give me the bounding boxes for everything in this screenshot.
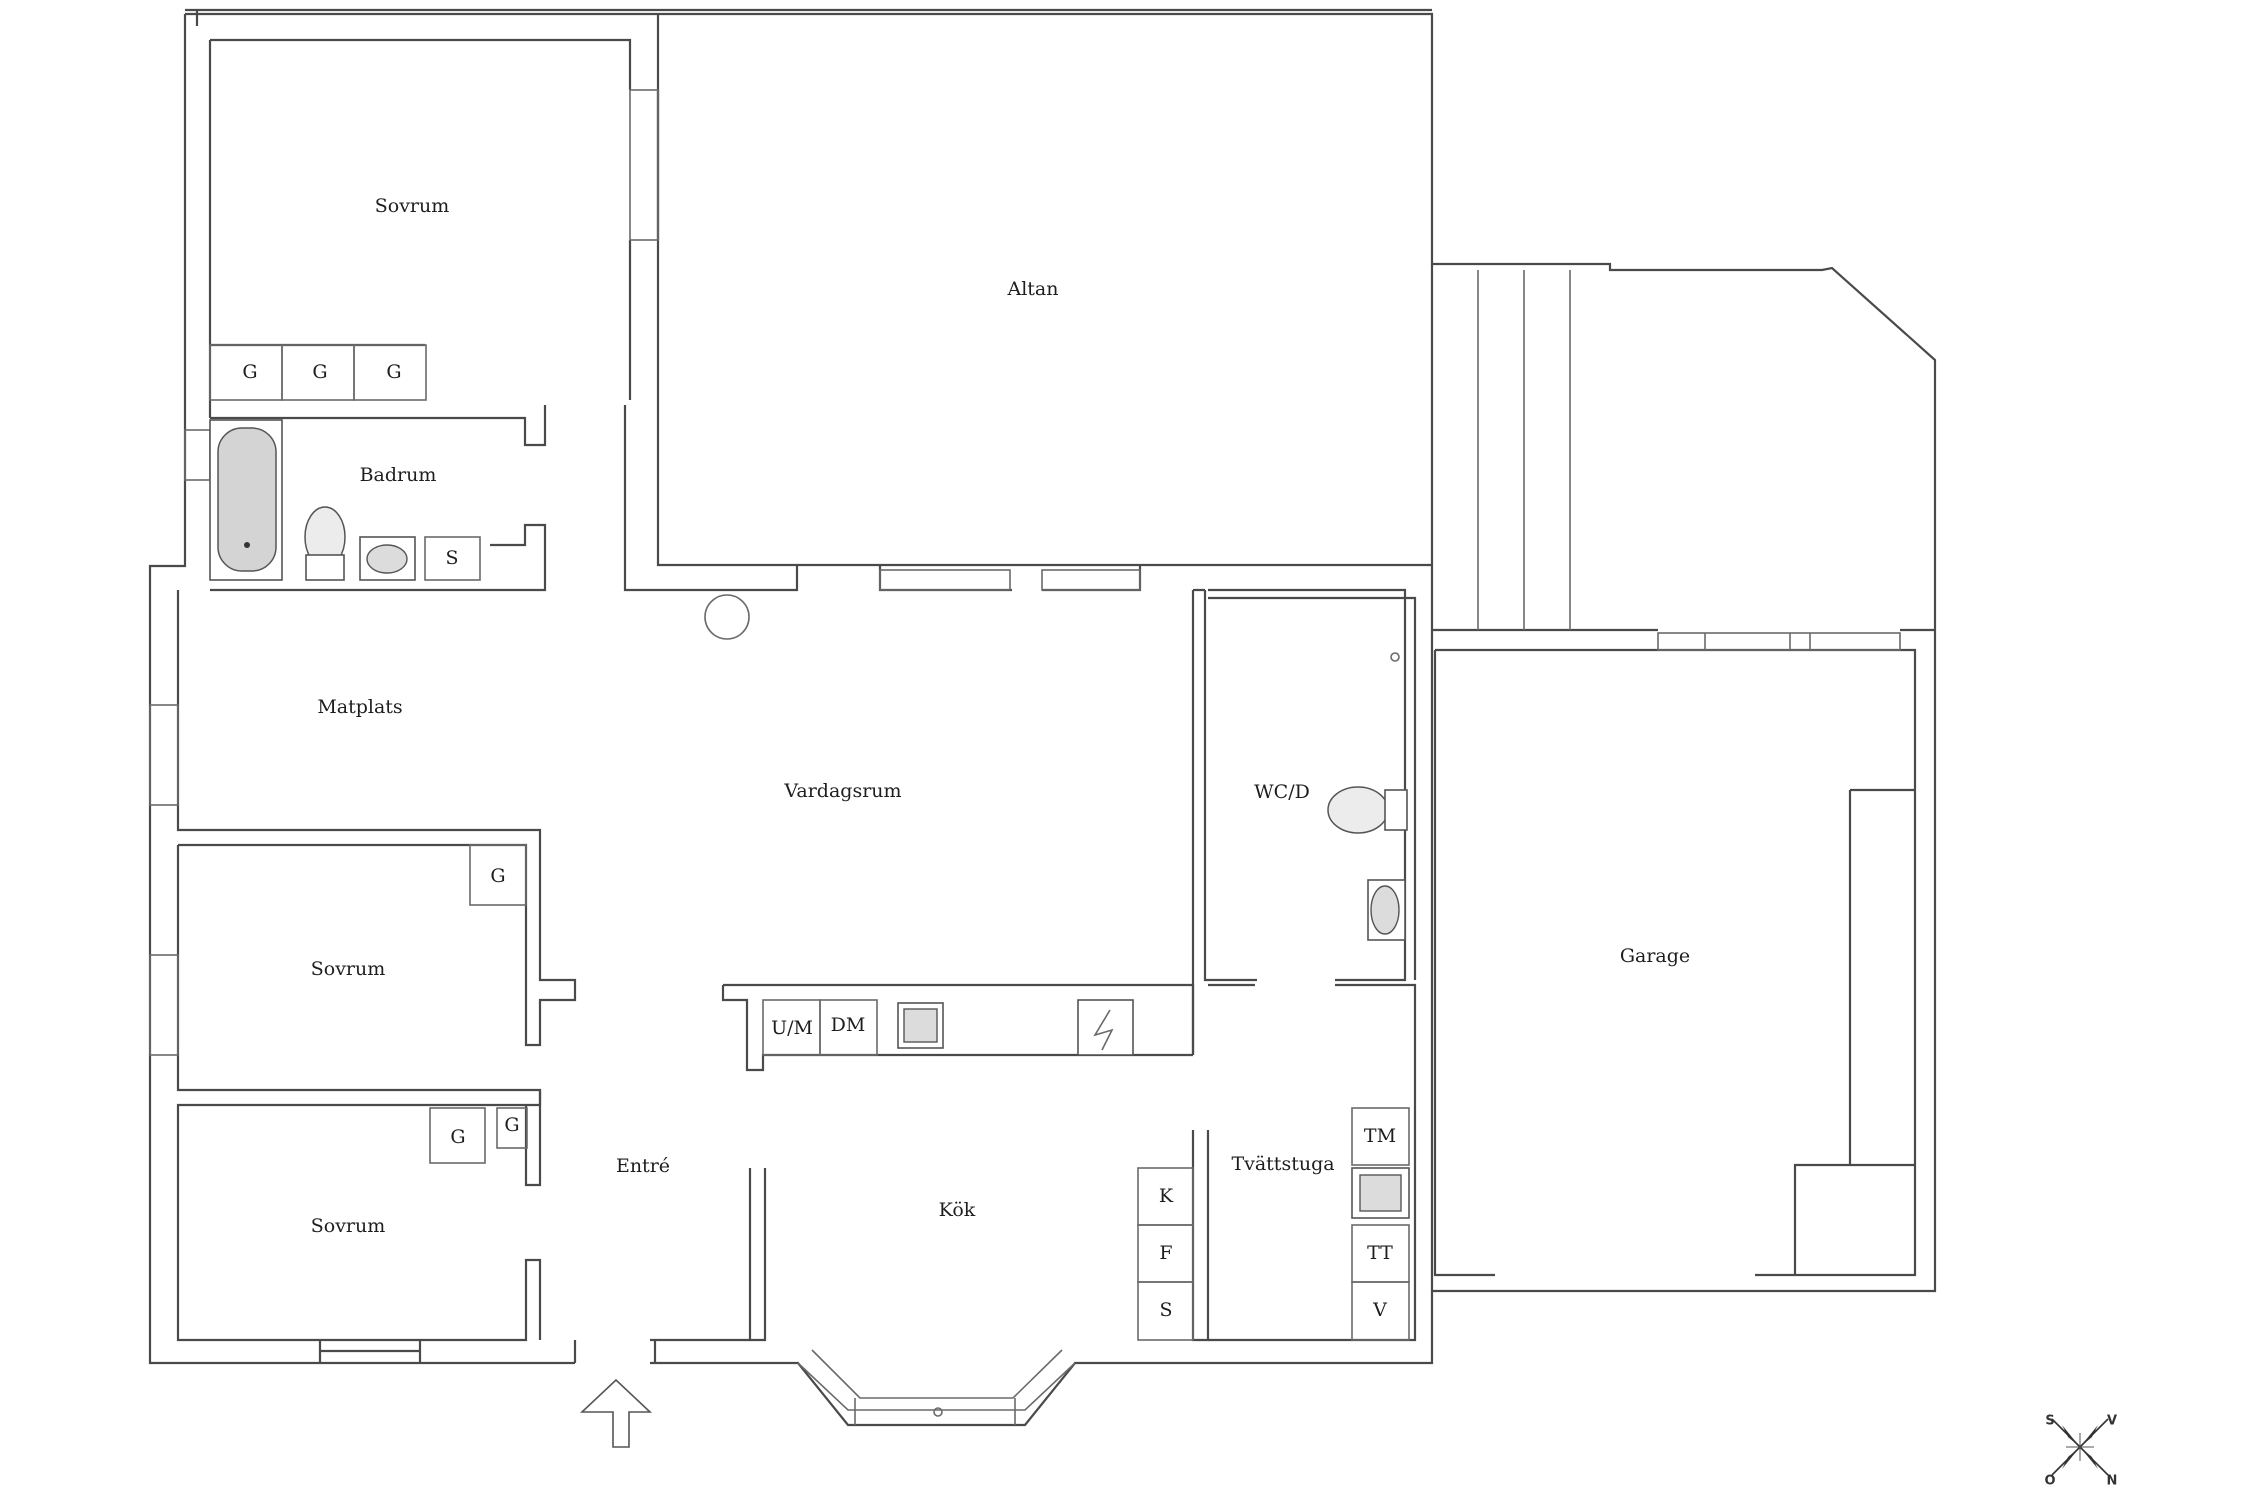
room-label-badrum: Badrum: [360, 464, 437, 486]
windows: [149, 270, 1901, 1425]
room-label-vardagsrum: Vardagsrum: [783, 780, 901, 802]
room-label-kok: Kök: [939, 1199, 976, 1221]
drying-cabinet-label: TM: [1364, 1125, 1396, 1147]
dishwasher-label: DM: [831, 1014, 866, 1036]
fridge-label: K: [1159, 1185, 1174, 1207]
wardrobe-label: G: [242, 361, 257, 383]
washer-label: V: [1372, 1299, 1387, 1321]
cabinet-label: S: [1159, 1299, 1172, 1321]
compass-n-label: N: [2107, 1474, 2118, 1489]
compass-v-label: V: [2107, 1414, 2117, 1429]
room-label-sovrum-top: Sovrum: [375, 195, 450, 217]
freezer-label: F: [1159, 1242, 1172, 1264]
room-label-altan: Altan: [1007, 278, 1059, 300]
wardrobe-label: G: [312, 361, 327, 383]
room-label-entre: Entré: [616, 1155, 670, 1177]
compass-o-label: O: [2044, 1474, 2055, 1489]
compass-s-label: S: [2045, 1414, 2054, 1429]
storage-label: S: [445, 547, 458, 569]
laundry-fixtures: TM TT V: [1351, 1107, 1410, 1341]
room-label-tvattstuga: Tvättstuga: [1231, 1153, 1334, 1175]
interior-walls: [176, 14, 1432, 1363]
room-label-sovrum-bottom: Sovrum: [311, 1215, 386, 1237]
column-circle: [704, 594, 750, 640]
stove-icon: [1077, 999, 1134, 1056]
compass-rose-icon: S V O N: [2044, 1414, 2117, 1489]
wardrobe-label: G: [450, 1126, 465, 1148]
room-label-sovrum-mid: Sovrum: [311, 958, 386, 980]
room-label-wc-d: WC/D: [1254, 781, 1310, 803]
wardrobe-label: G: [490, 865, 505, 887]
sink-icon: [1370, 885, 1400, 935]
wardrobe-label: G: [386, 361, 401, 383]
sink-icon: [366, 544, 408, 574]
kitchen-fixtures: U/M DM K F S: [762, 999, 1194, 1341]
tumble-dryer-label: TT: [1367, 1242, 1393, 1264]
wardrobe-label: G: [504, 1114, 519, 1136]
fridge-freezer-label: U/M: [771, 1017, 813, 1039]
bathtub-icon: [217, 427, 277, 572]
room-label-garage: Garage: [1620, 945, 1690, 967]
laundry-sink-icon: [1359, 1174, 1402, 1212]
outer-walls: [148, 8, 1937, 1427]
entry-arrow-icon: [579, 1378, 653, 1448]
wc-fixtures: [1327, 652, 1408, 941]
top-wardrobes: G G G: [209, 344, 427, 401]
room-label-matplats: Matplats: [317, 696, 402, 718]
bathroom-fixtures: S: [209, 419, 481, 581]
toilet-icon: [1327, 786, 1389, 834]
